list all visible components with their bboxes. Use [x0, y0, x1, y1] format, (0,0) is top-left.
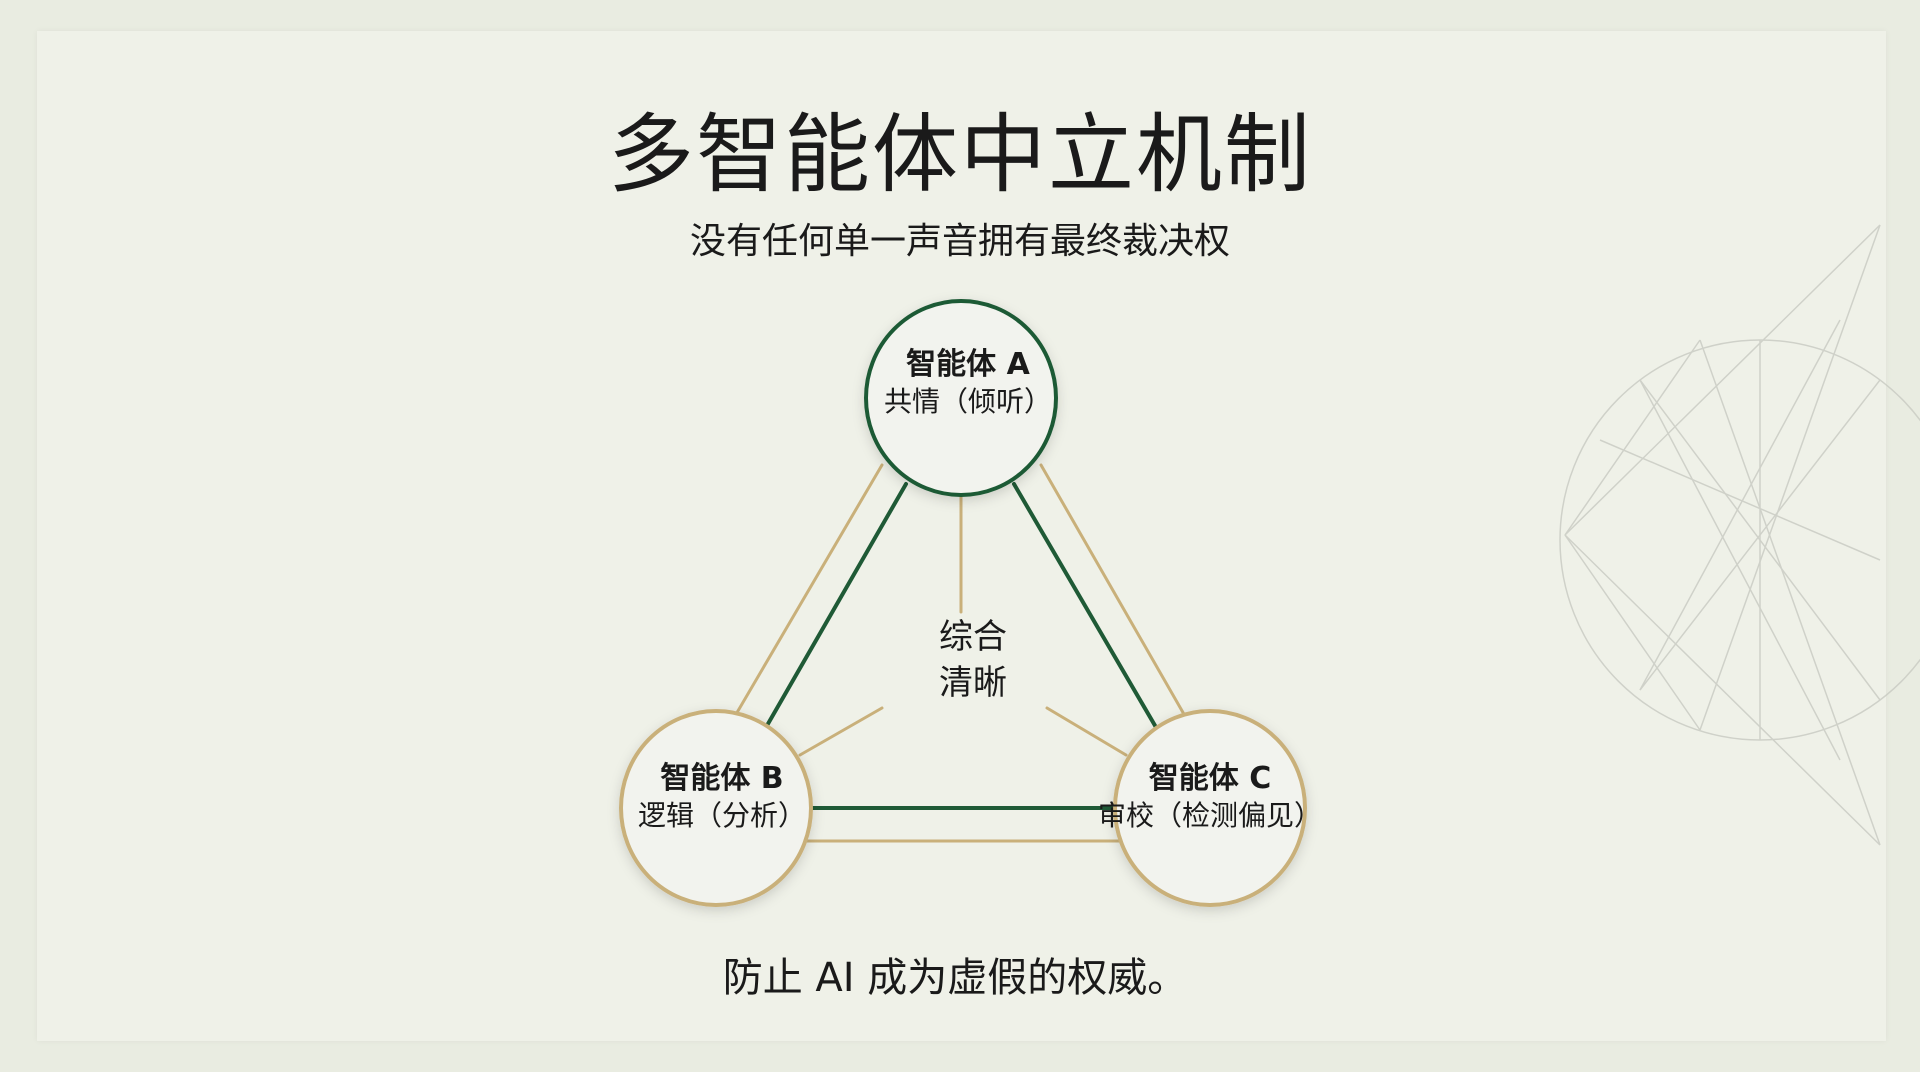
agent-c-name: 智能体 C	[1148, 761, 1272, 796]
connections	[733, 463, 1187, 843]
agent-b-name: 智能体 B	[660, 761, 784, 796]
agent-c-label: 智能体 C 审校（检测偏见）	[1098, 760, 1322, 834]
agent-c-node	[1113, 709, 1307, 907]
agent-a-name: 智能体 A	[906, 347, 1030, 382]
decorative-geometric-pattern	[1559, 224, 1920, 846]
footer-statement: 防止 AI 成为虚假的权威。	[722, 955, 1188, 1001]
agent-a-label: 智能体 A 共情（倾听）	[884, 346, 1052, 420]
agent-b-role: 逻辑（分析）	[637, 799, 807, 832]
green-link-a-c	[1012, 482, 1159, 731]
agent-b-node	[619, 709, 813, 907]
gold-link-a-b	[733, 463, 884, 718]
page-title: 多智能体中立机制	[608, 105, 1312, 205]
spoke-c	[1045, 706, 1128, 757]
synthesis-line-2: 清晰	[939, 663, 1007, 703]
agent-a-node	[864, 299, 1058, 497]
spoke-b	[798, 706, 884, 757]
agent-a-role: 共情（倾听）	[883, 385, 1053, 418]
agent-c-role: 审校（检测偏见）	[1097, 799, 1323, 832]
synthesis-line-1: 综合	[939, 617, 1007, 657]
gold-link-a-c	[1039, 463, 1187, 718]
subtitle: 没有任何单一声音拥有最终裁决权	[689, 221, 1231, 262]
synthesis-label: 综合 清晰	[939, 614, 1007, 706]
agent-b-label: 智能体 B 逻辑（分析）	[638, 760, 806, 834]
green-link-a-b	[763, 482, 908, 731]
